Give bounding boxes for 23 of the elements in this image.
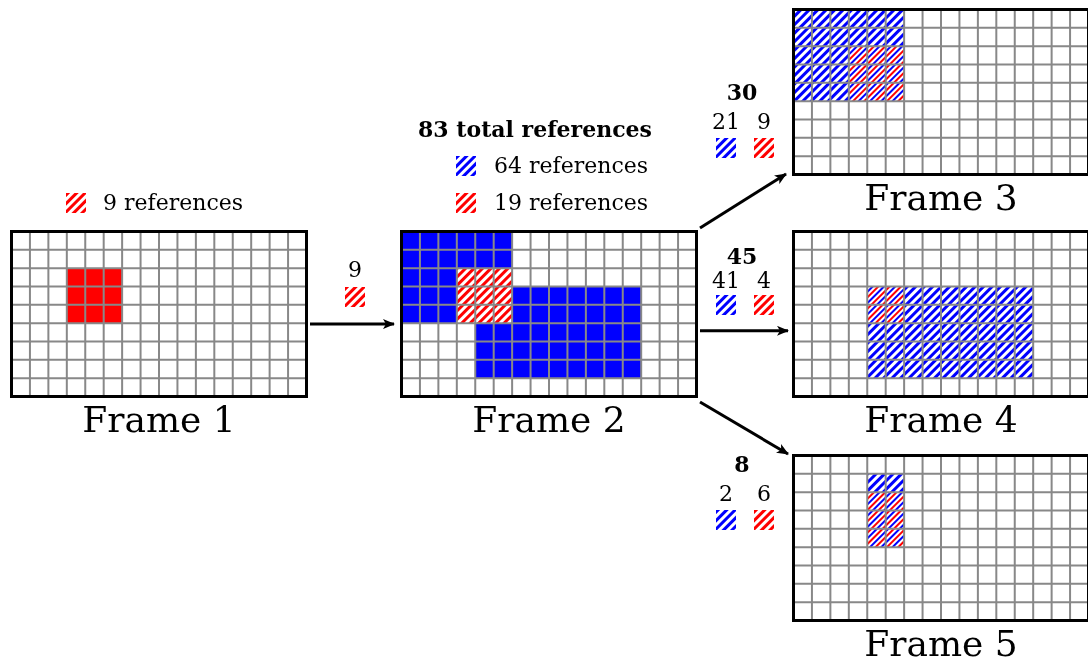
edge-label: 30 — [726, 79, 758, 105]
reference-count-text: 64 references — [494, 153, 649, 179]
frame-title: Frame 4 — [864, 400, 1018, 440]
frame-title: Frame 5 — [864, 624, 1018, 663]
arrow — [699, 172, 787, 230]
count-label: 21 — [712, 109, 740, 135]
frame-title: Frame 1 — [82, 400, 236, 440]
edge-label: 8 — [734, 451, 750, 477]
count-label: 2 — [719, 481, 733, 507]
reference-count-text: 19 references — [494, 190, 649, 216]
edge-label: 45 — [726, 243, 758, 269]
arrow — [700, 325, 789, 336]
frame-title: Frame 3 — [864, 178, 1018, 218]
reference-count-text: 9 references — [103, 190, 244, 216]
total-count-text: 83 total references — [418, 116, 652, 142]
count-label: 6 — [757, 481, 771, 507]
arrow — [310, 319, 395, 330]
count-label: 41 — [712, 268, 740, 294]
count-label: 4 — [757, 268, 771, 294]
edge-label: 9 — [348, 257, 362, 283]
count-label: 9 — [757, 109, 771, 135]
arrow — [699, 400, 789, 456]
frame-title: Frame 2 — [472, 400, 626, 440]
